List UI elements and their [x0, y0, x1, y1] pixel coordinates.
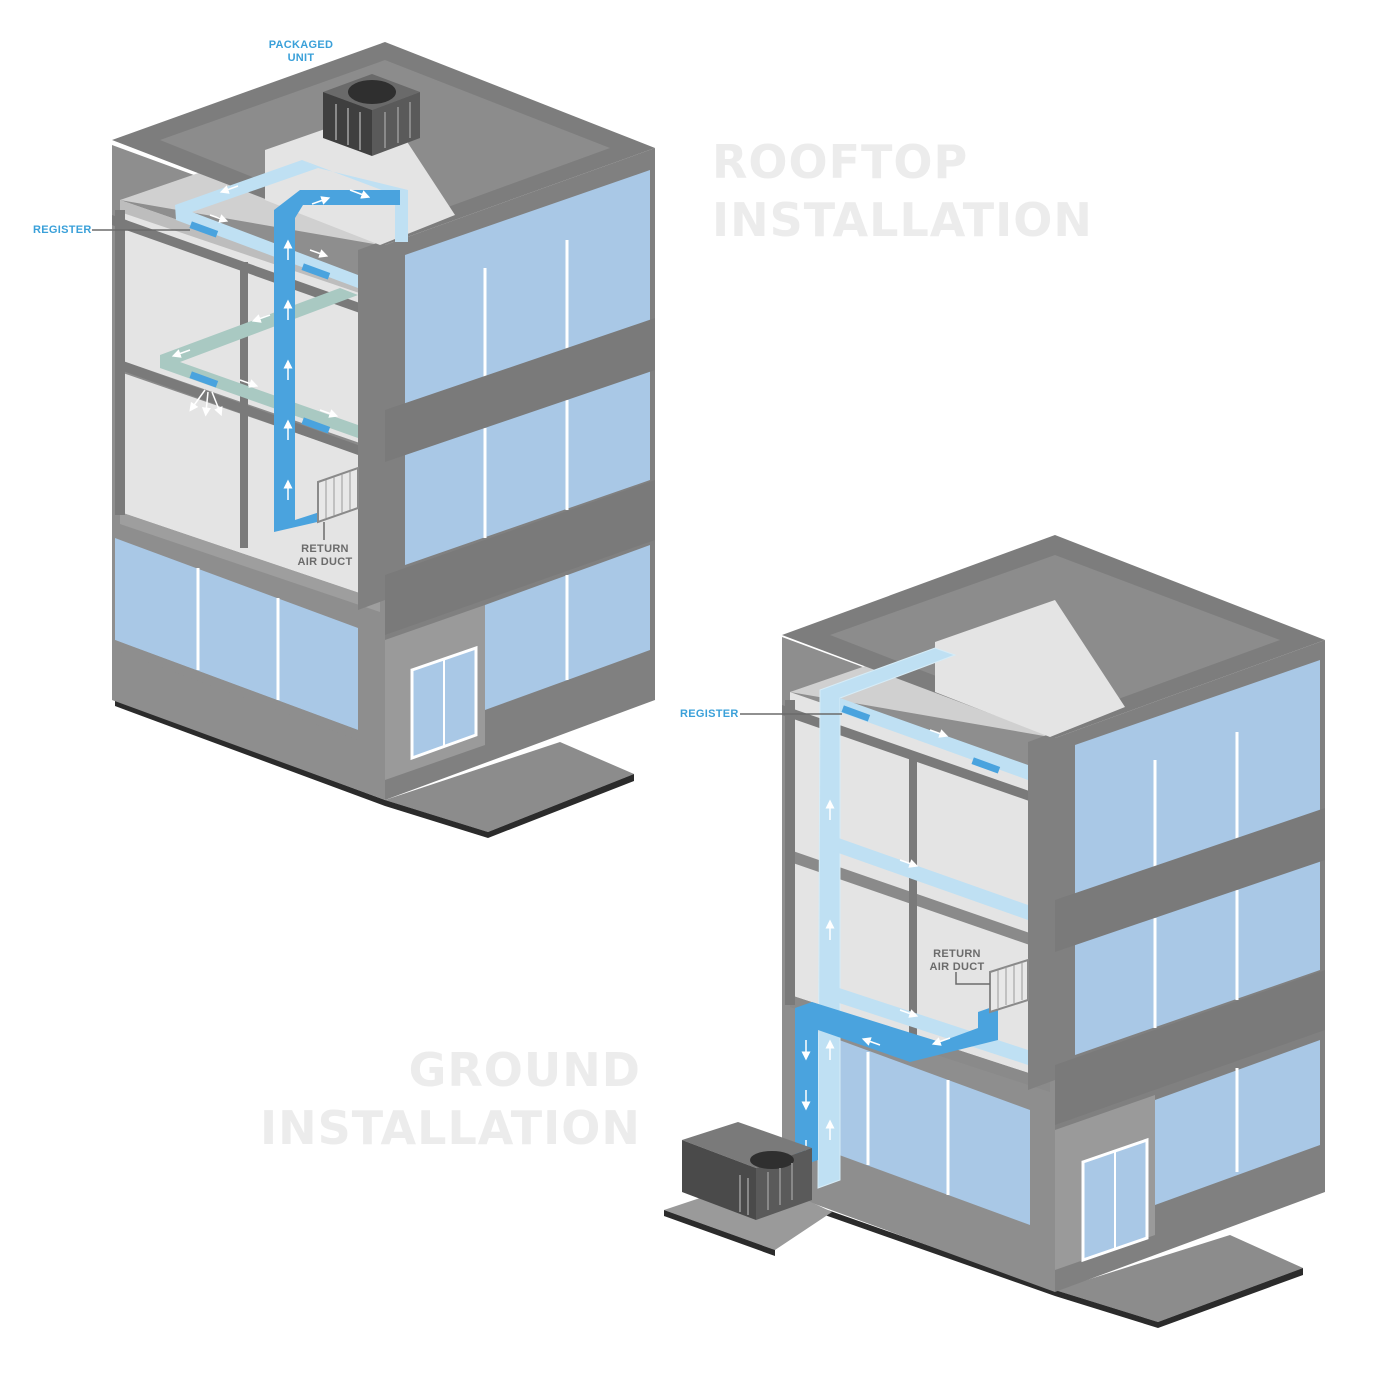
rooftop-installation-title: ROOFTOP INSTALLATION [712, 133, 1093, 249]
sidewalk-slab [385, 742, 634, 832]
return-air-duct-label-top: RETURN AIR DUCT [292, 543, 358, 569]
register-label-bottom: REGISTER [680, 708, 739, 720]
right-glass-band-1 [405, 170, 650, 410]
return-air-grille-top [317, 466, 359, 524]
rooftop-building [92, 42, 655, 838]
label-line: UNIT [287, 52, 315, 64]
ground-building [664, 535, 1325, 1328]
register-label-top: REGISTER [33, 224, 92, 236]
ground-installation-title: GROUND INSTALLATION [260, 1041, 641, 1157]
title-line: INSTALLATION [260, 1101, 641, 1155]
supply-duct-mid-floor [160, 288, 358, 438]
main-supply-duct [274, 190, 400, 532]
ground-ac-unit [664, 1122, 832, 1256]
title-line: INSTALLATION [712, 193, 1093, 247]
packaged-unit-label: PACKAGED UNIT [262, 39, 340, 65]
sidewalk-slab-edge [385, 800, 488, 838]
left-ground-glass [115, 538, 358, 730]
label-line: RETURN [933, 948, 981, 960]
right-glass-band-2 [405, 355, 650, 565]
label-line: AIR DUCT [929, 961, 985, 973]
packaged-unit [323, 74, 420, 156]
return-duct-ground [795, 1002, 998, 1168]
sidewalk-slab-2 [1055, 1235, 1303, 1322]
building-base-shadow [115, 700, 385, 806]
label-line: AIR DUCT [297, 556, 353, 568]
label-line: PACKAGED [268, 39, 334, 51]
title-line: GROUND [408, 1043, 641, 1097]
return-air-grille-bottom [989, 958, 1029, 1014]
label-line: RETURN [301, 543, 349, 555]
title-line: ROOFTOP [712, 135, 969, 189]
return-air-duct-label-bottom: RETURN AIR DUCT [924, 948, 990, 974]
register-top [189, 221, 219, 238]
sidewalk-slab-edge-right [488, 774, 634, 838]
